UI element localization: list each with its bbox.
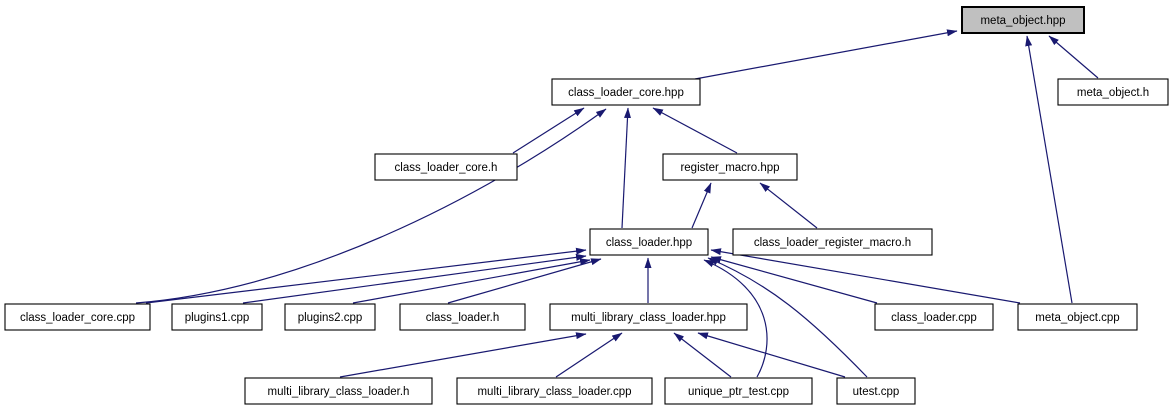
- node-multi_library_class_loader_h[interactable]: multi_library_class_loader.h: [244, 377, 433, 405]
- node-box: [171, 303, 263, 331]
- node-class_loader_cpp[interactable]: class_loader.cpp: [874, 303, 994, 331]
- node-meta_object_h[interactable]: meta_object.h: [1057, 78, 1169, 106]
- node-box: [732, 228, 933, 256]
- edge-meta_object_cpp--class_loader_hpp: [710, 248, 1021, 304]
- node-plugins1_cpp[interactable]: plugins1.cpp: [171, 303, 263, 331]
- node-box: [664, 377, 813, 405]
- node-box: [244, 377, 433, 405]
- node-label: register_macro.hpp: [680, 162, 779, 174]
- edge-unique_ptr_test_cpp--multi_library_class_loader_hpp: [673, 332, 732, 378]
- edge-meta_object_h--meta_object_hpp: [1048, 35, 1099, 79]
- edge-plugins1_cpp--class_loader_hpp: [242, 253, 587, 304]
- edge-class_loader_register_macro_h--register_macro_hpp: [759, 182, 818, 229]
- edge-utest_cpp--multi_library_class_loader_hpp: [697, 332, 846, 378]
- node-label: class_loader.hpp: [606, 237, 692, 249]
- edge-utest_cpp--class_loader_hpp: [707, 257, 868, 378]
- node-label: class_loader.cpp: [891, 312, 977, 324]
- node-class_loader_core_cpp[interactable]: class_loader_core.cpp: [4, 303, 151, 331]
- node-box: [399, 303, 526, 331]
- node-label: multi_library_class_loader.hpp: [571, 312, 726, 324]
- node-label: class_loader_register_macro.h: [754, 237, 911, 249]
- node-label: class_loader_core.h: [395, 162, 498, 174]
- node-class_loader_register_macro_h[interactable]: class_loader_register_macro.h: [732, 228, 933, 256]
- node-box: [4, 303, 151, 331]
- node-plugins2_cpp[interactable]: plugins2.cpp: [284, 303, 376, 331]
- node-label: plugins1.cpp: [185, 312, 250, 324]
- node-multi_library_class_loader_hpp[interactable]: multi_library_class_loader.hpp: [549, 303, 748, 331]
- node-meta_object_hpp[interactable]: meta_object.hpp: [961, 6, 1085, 34]
- edge-class_loader_hpp--class_loader_core_hpp: [621, 107, 631, 229]
- edge-class_loader_hpp--register_macro_hpp: [691, 182, 712, 229]
- node-class_loader_core_hpp[interactable]: class_loader_core.hpp: [551, 78, 701, 106]
- edge-class_loader_cpp--class_loader_hpp: [710, 256, 878, 304]
- node-box: [1057, 78, 1169, 106]
- edge-meta_object_cpp--meta_object_hpp: [1025, 35, 1073, 304]
- edge-multi_library_class_loader_h--multi_library_class_loader_hpp: [339, 332, 587, 378]
- node-class_loader_h[interactable]: class_loader.h: [399, 303, 526, 331]
- node-label: multi_library_class_loader.cpp: [477, 386, 631, 398]
- edge-class_loader_core_h--class_loader_core_hpp: [512, 107, 585, 154]
- node-box: [549, 303, 748, 331]
- edge-class_loader_core_cpp--class_loader_core_hpp: [135, 108, 607, 304]
- node-box: [551, 78, 701, 106]
- edge-class_loader_core_hpp--meta_object_hpp: [694, 29, 958, 80]
- node-label: class_loader.h: [426, 312, 500, 324]
- node-box: [662, 153, 798, 181]
- node-class_loader_hpp[interactable]: class_loader.hpp: [589, 228, 709, 256]
- node-box: [961, 6, 1085, 34]
- edge-class_loader_h--class_loader_hpp: [447, 258, 602, 304]
- edge-unique_ptr_test_cpp--class_loader_hpp: [703, 259, 768, 378]
- node-class_loader_core_h[interactable]: class_loader_core.h: [374, 153, 518, 181]
- node-box: [284, 303, 376, 331]
- node-register_macro_hpp[interactable]: register_macro.hpp: [662, 153, 798, 181]
- node-label: plugins2.cpp: [298, 312, 363, 324]
- edge-plugins2_cpp--class_loader_hpp: [352, 258, 591, 304]
- node-label: meta_object.cpp: [1035, 312, 1119, 324]
- edge-class_loader_core_cpp--class_loader_hpp: [145, 247, 587, 304]
- node-box: [1017, 303, 1138, 331]
- edge-multi_library_class_loader_cpp--multi_library_class_loader_hpp: [555, 332, 623, 378]
- node-utest_cpp[interactable]: utest.cpp: [836, 377, 916, 405]
- node-box: [374, 153, 518, 181]
- node-label: multi_library_class_loader.h: [268, 386, 410, 398]
- edge-register_macro_hpp--class_loader_core_hpp: [652, 107, 738, 154]
- node-label: unique_ptr_test.cpp: [688, 386, 789, 398]
- node-multi_library_class_loader_cpp[interactable]: multi_library_class_loader.cpp: [456, 377, 653, 405]
- node-box: [874, 303, 994, 331]
- node-label: class_loader_core.hpp: [568, 87, 684, 99]
- node-label: utest.cpp: [853, 386, 900, 398]
- node-label: class_loader_core.cpp: [20, 312, 135, 324]
- node-box: [456, 377, 653, 405]
- node-label: meta_object.h: [1077, 87, 1149, 99]
- node-box: [589, 228, 709, 256]
- node-unique_ptr_test_cpp[interactable]: unique_ptr_test.cpp: [664, 377, 813, 405]
- node-box: [836, 377, 916, 405]
- node-label: meta_object.hpp: [980, 15, 1065, 27]
- node-meta_object_cpp[interactable]: meta_object.cpp: [1017, 303, 1138, 331]
